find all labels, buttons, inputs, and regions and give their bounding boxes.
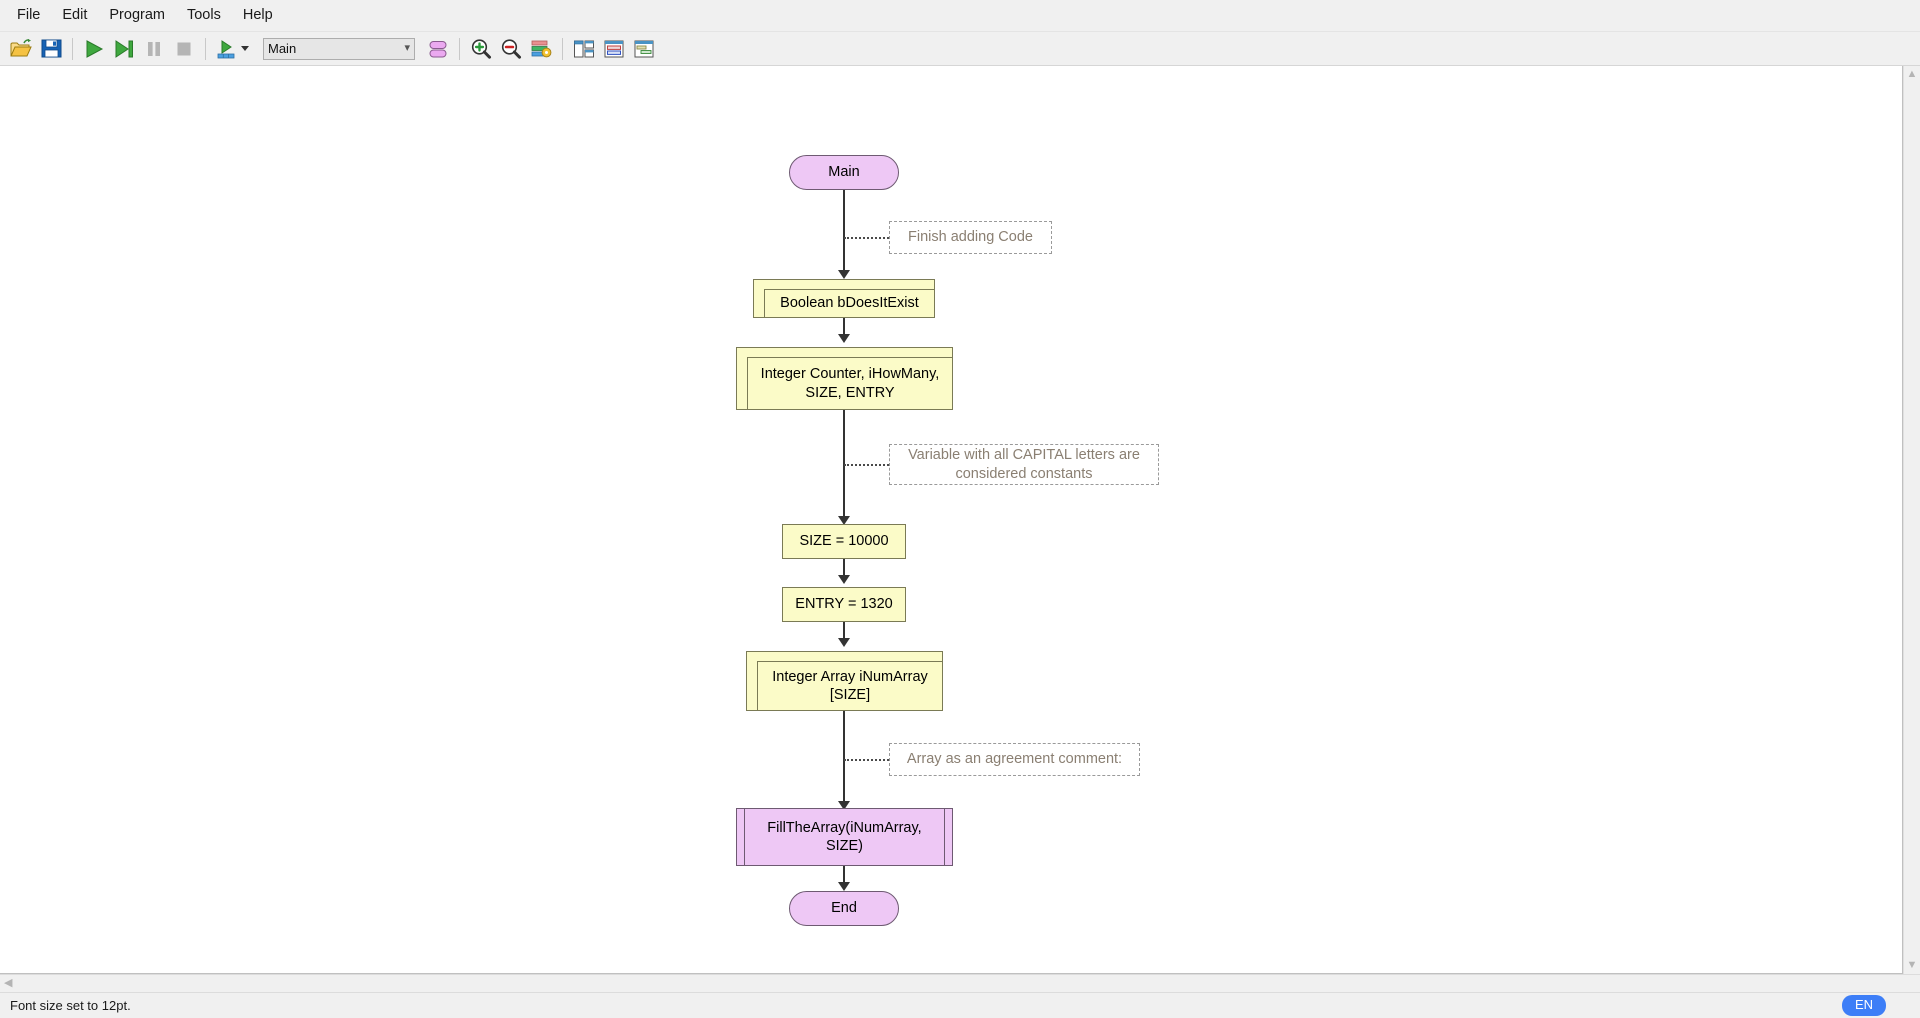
- status-message: Font size set to 12pt.: [10, 998, 131, 1013]
- comment-connector-3: [844, 759, 889, 761]
- flowchart-comment-2[interactable]: Variable with all CAPITAL letters are co…: [889, 444, 1159, 485]
- flowchart-node-assign-size[interactable]: SIZE = 10000: [782, 524, 906, 559]
- run-button[interactable]: [79, 34, 109, 64]
- toolbar-separator-2: [205, 37, 206, 60]
- flowchart-node-declare-array[interactable]: Integer Array iNumArray [SIZE]: [746, 651, 943, 711]
- menu-bar: File Edit Program Tools Help: [0, 0, 1920, 31]
- flowchart-node-call-fillthearray[interactable]: FillTheArray(iNumArray, SIZE): [736, 808, 953, 866]
- flowchart-node-declare-integers[interactable]: Integer Counter, iHowMany, SIZE, ENTRY: [736, 347, 953, 410]
- arrowhead-assign2: [838, 575, 850, 584]
- display-settings-icon: [531, 40, 552, 57]
- subroutine-bar-right: [944, 809, 945, 865]
- connector-decl2-assign1: [843, 410, 845, 522]
- chevron-down-icon: ▾: [404, 42, 410, 54]
- pause-icon: [148, 41, 160, 56]
- chevron-left-icon[interactable]: ◀: [4, 977, 13, 989]
- flowchart-node-declare-boolean[interactable]: Boolean bDoesItExist: [753, 279, 935, 318]
- comment-text: Finish adding Code: [908, 229, 1033, 246]
- node-label: FillTheArray(iNumArray, SIZE): [767, 819, 922, 854]
- node-label: Integer Counter, iHowMany, SIZE, ENTRY: [747, 357, 952, 409]
- step-icon: [115, 39, 133, 58]
- program-selector-value: Main: [268, 41, 297, 56]
- node-label: Main: [828, 164, 860, 181]
- zoom-out-button[interactable]: [496, 34, 526, 64]
- toolbar: Main ▾: [0, 31, 1920, 66]
- toolbar-separator-1: [72, 37, 73, 60]
- stop-icon: [177, 42, 191, 55]
- zoom-in-button[interactable]: [466, 34, 496, 64]
- view-split-icon: [574, 40, 594, 57]
- view-stacked-button[interactable]: [599, 34, 629, 64]
- vertical-scrollbar[interactable]: ▲ ▼: [1903, 66, 1920, 974]
- arrowhead-assign1: [838, 516, 850, 525]
- node-label: ENTRY = 1320: [795, 596, 893, 613]
- node-label: End: [831, 900, 857, 917]
- open-folder-icon: [10, 38, 32, 56]
- shapes-icon: [429, 40, 447, 57]
- connector-assign2-decl3: [843, 622, 845, 645]
- view-stacked-icon: [604, 40, 624, 57]
- open-folder-button[interactable]: [6, 34, 36, 64]
- flowchart-node-start[interactable]: Main: [789, 155, 899, 190]
- chevron-up-icon[interactable]: ▲: [1906, 68, 1918, 80]
- run-to-cursor-button[interactable]: [212, 34, 255, 64]
- node-label: SIZE = 10000: [799, 533, 889, 550]
- zoom-out-icon: [501, 38, 521, 59]
- canvas-area: Main Finish adding Code Boolean bDoesItE…: [0, 66, 1920, 974]
- stop-button[interactable]: [169, 34, 199, 64]
- status-bar: Font size set to 12pt. EN: [0, 992, 1920, 1018]
- chevron-down-icon: [241, 46, 249, 51]
- flowchart-node-assign-entry[interactable]: ENTRY = 1320: [782, 587, 906, 622]
- run-to-cursor-icon: [217, 39, 235, 58]
- view-gantt-icon: [634, 40, 654, 57]
- connector-start-decl1: [843, 190, 845, 276]
- comment-text: Array as an agreement comment:: [906, 751, 1123, 768]
- connector-decl1-decl2: [843, 318, 845, 340]
- view-gantt-button[interactable]: [629, 34, 659, 64]
- comment-connector-2: [844, 464, 889, 466]
- flowchart-node-end[interactable]: End: [789, 891, 899, 926]
- flowchart-comment-3[interactable]: Array as an agreement comment:: [889, 743, 1140, 776]
- program-selector-combo[interactable]: Main ▾: [263, 37, 415, 60]
- save-icon: [41, 39, 61, 58]
- view-split-button[interactable]: [569, 34, 599, 64]
- node-label: Integer Array iNumArray [SIZE]: [757, 661, 942, 710]
- node-label: Boolean bDoesItExist: [764, 289, 934, 317]
- chevron-down-icon[interactable]: ▼: [1906, 959, 1918, 971]
- toolbar-separator-4: [562, 37, 563, 60]
- arrowhead-decl2: [838, 334, 850, 343]
- display-settings-button[interactable]: [526, 34, 556, 64]
- comment-connector-1: [844, 237, 889, 239]
- connector-call1-end: [843, 866, 845, 889]
- arrowhead-end: [838, 882, 850, 891]
- menu-edit[interactable]: Edit: [62, 7, 88, 24]
- comment-text: Variable with all CAPITAL letters are co…: [908, 447, 1140, 482]
- language-badge[interactable]: EN: [1841, 995, 1886, 1016]
- menu-file[interactable]: File: [17, 7, 41, 24]
- toolbar-separator-3: [459, 37, 460, 60]
- arrowhead-call1: [838, 801, 850, 810]
- arrowhead-decl1: [838, 270, 850, 279]
- shapes-button[interactable]: [423, 34, 453, 64]
- subroutine-bar-left: [744, 809, 745, 865]
- save-button[interactable]: [36, 34, 66, 64]
- menu-program[interactable]: Program: [109, 7, 165, 24]
- flowchart-comment-1[interactable]: Finish adding Code: [889, 221, 1052, 254]
- zoom-in-icon: [471, 38, 491, 59]
- menu-help[interactable]: Help: [242, 7, 273, 24]
- arrowhead-decl3: [838, 638, 850, 647]
- horizontal-scrollbar[interactable]: ◀: [0, 974, 1920, 992]
- connector-assign1-assign2: [843, 559, 845, 581]
- run-icon: [86, 39, 104, 58]
- flowchart-canvas[interactable]: Main Finish adding Code Boolean bDoesItE…: [0, 66, 1903, 974]
- pause-button[interactable]: [139, 34, 169, 64]
- menu-tools[interactable]: Tools: [186, 7, 221, 24]
- step-button[interactable]: [109, 34, 139, 64]
